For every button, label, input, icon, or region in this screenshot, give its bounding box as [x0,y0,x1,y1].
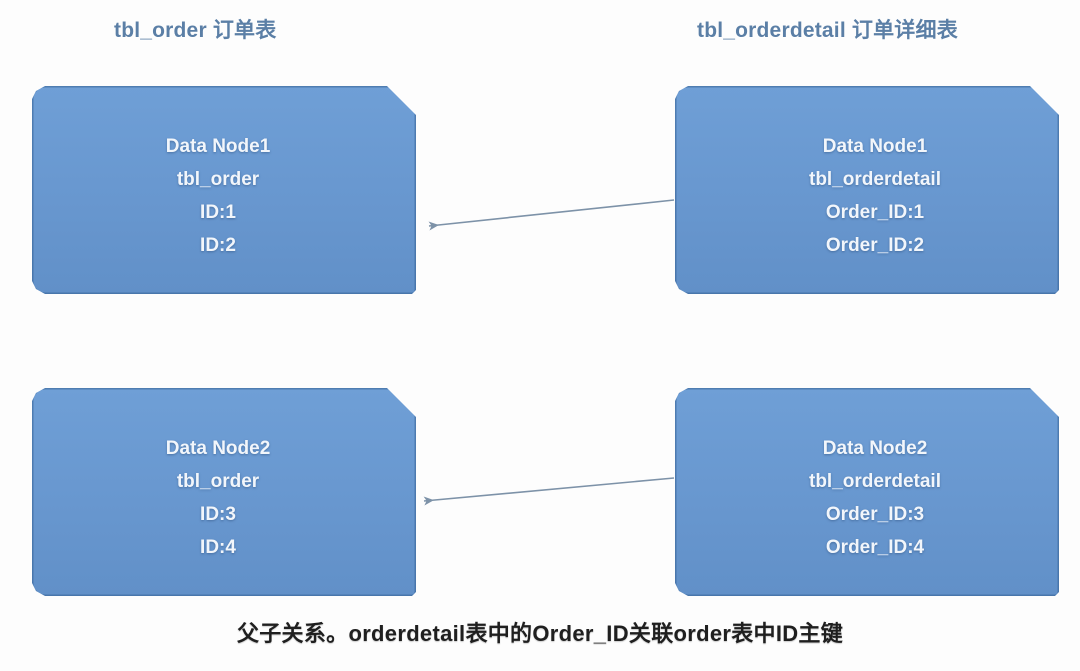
node-box-text: Data Node1 tbl_orderdetail Order_ID:1 Or… [683,130,1059,262]
node-line-datanode: Data Node1 [165,136,271,157]
node-line-row-2: ID:4 [200,537,236,558]
node-line-row-2: Order_ID:4 [825,537,925,558]
node-line-table: tbl_order [176,169,260,190]
node-box-node1-orderdetail: Data Node1 tbl_orderdetail Order_ID:1 Or… [675,86,1059,294]
node-line-row-2: ID:2 [200,235,236,256]
node-box-node2-order: Data Node2 tbl_order ID:3 ID:4 [32,388,416,596]
node-line-datanode: Data Node2 [165,438,271,459]
node-line-row-1: ID:1 [200,202,236,223]
node-box-node2-orderdetail: Data Node2 tbl_orderdetail Order_ID:3 Or… [675,388,1059,596]
column-title-tbl-orderdetail: tbl_orderdetail 订单详细表 [697,19,958,42]
node-line-datanode: Data Node2 [822,438,928,459]
node-box-node1-order: Data Node1 tbl_order ID:1 ID:2 [32,86,416,294]
node-box-text: Data Node2 tbl_orderdetail Order_ID:3 Or… [683,432,1059,564]
column-title-tbl-order: tbl_order 订单表 [114,19,277,42]
diagram-caption: 父子关系。orderdetail表中的Order_ID关联order表中ID主键 [236,621,844,646]
node-line-row-1: Order_ID:1 [825,202,925,223]
node-box-text: Data Node2 tbl_order ID:3 ID:4 [32,432,410,564]
node-line-table: tbl_orderdetail [809,169,941,190]
arrow-node1 [428,199,675,231]
node-line-datanode: Data Node1 [822,136,928,157]
node-line-row-1: ID:3 [200,504,236,525]
node-line-table: tbl_order [176,471,260,492]
node-line-row-2: Order_ID:2 [825,235,925,256]
node-box-text: Data Node1 tbl_order ID:1 ID:2 [32,130,410,262]
arrow-node2 [423,477,675,506]
node-line-row-1: Order_ID:3 [825,504,925,525]
node-line-table: tbl_orderdetail [809,471,941,492]
